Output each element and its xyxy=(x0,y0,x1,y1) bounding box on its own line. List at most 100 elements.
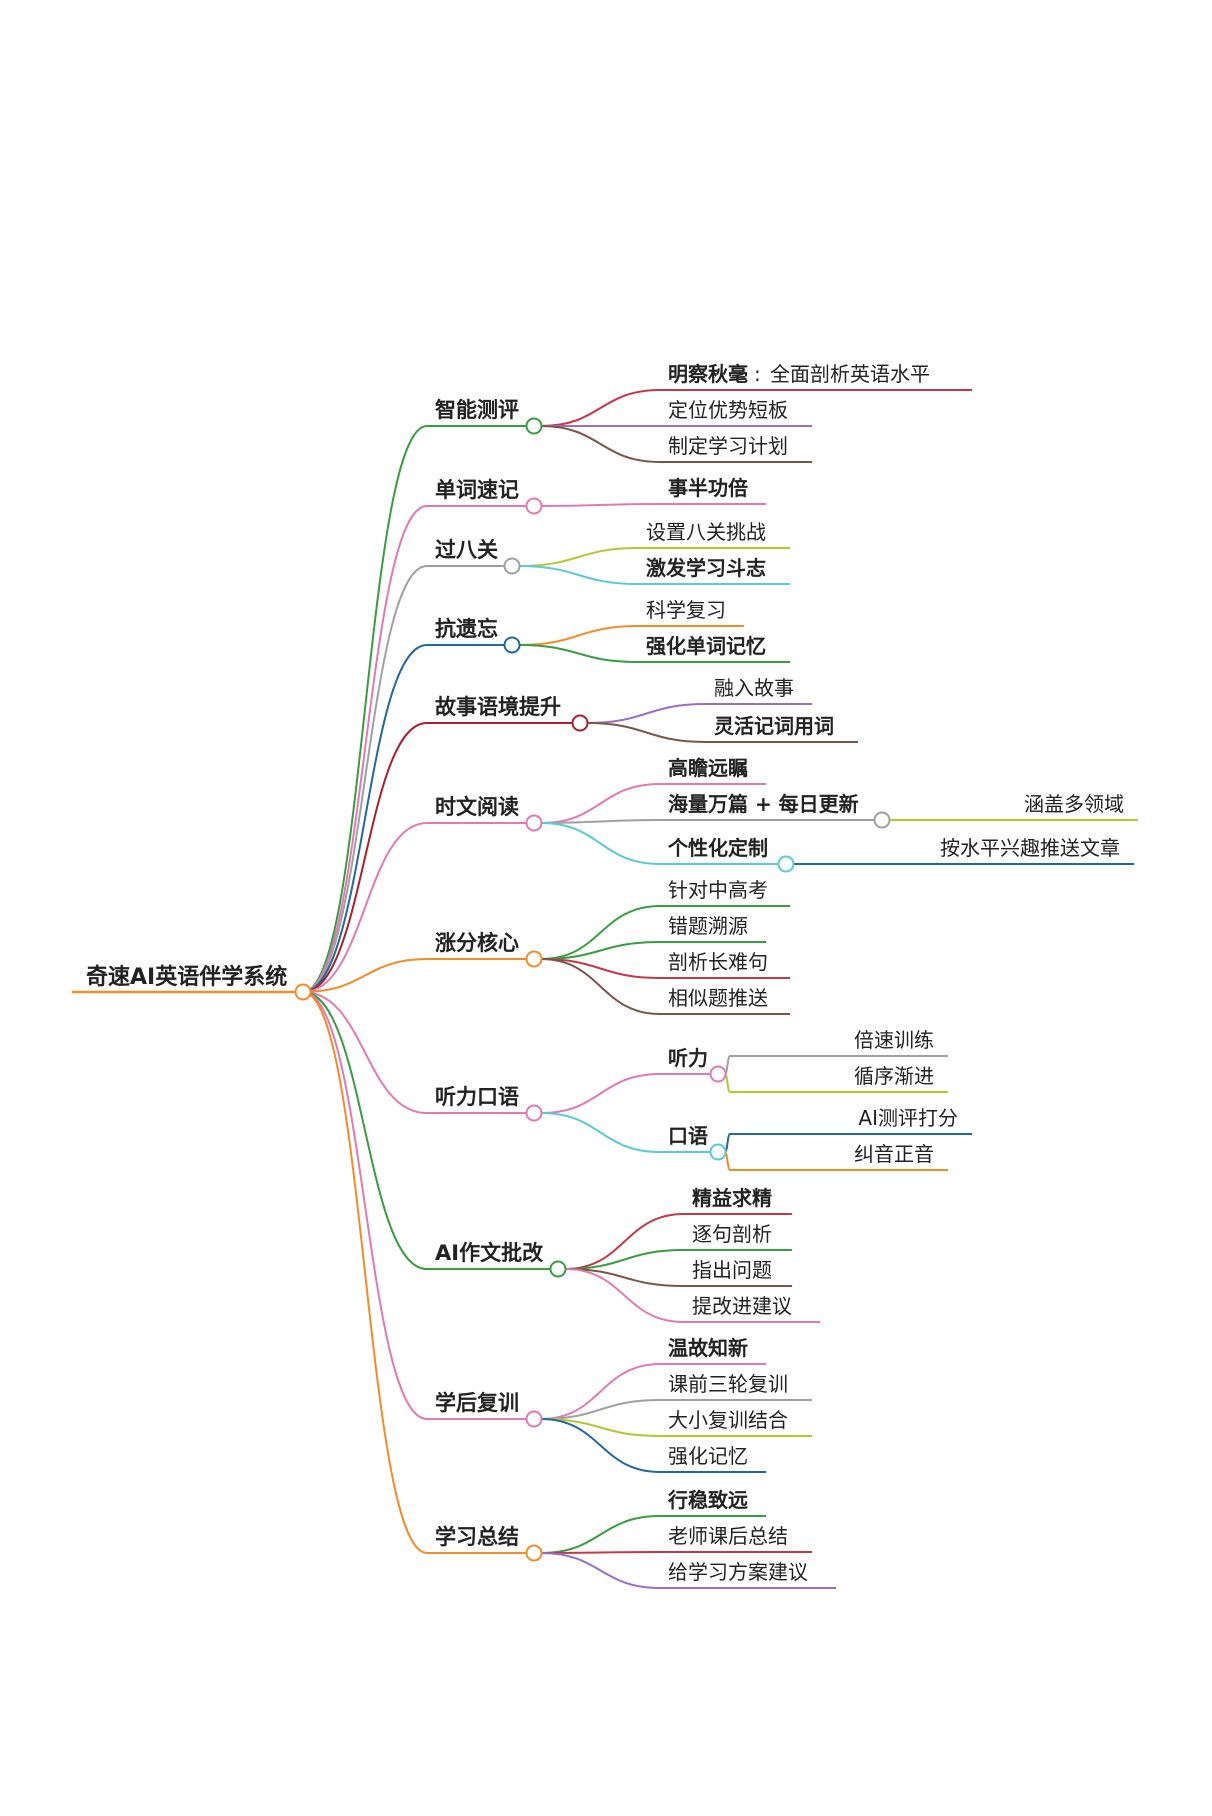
leaf-label-b9-1: 逐句剖析 xyxy=(692,1222,772,1246)
branch-edge-b10 xyxy=(302,991,428,1420)
mind-map-nodes: 奇速AI英语伴学系统智能测评明察秋毫:全面剖析英语水平定位优势短板制定学习计划单… xyxy=(86,362,1124,1584)
leaf-edge-b4-0 xyxy=(518,625,639,646)
leaf-edge-b7-1 xyxy=(540,941,661,960)
branch-node-b4[interactable] xyxy=(503,636,521,654)
branch-edge-b6 xyxy=(302,822,428,993)
leaf-edge-b9-3 xyxy=(564,1268,685,1323)
branch-edge-b8 xyxy=(302,991,428,1114)
leaf-edge-b11-1 xyxy=(540,1551,661,1554)
leaf-edge-b10-2 xyxy=(540,1418,661,1437)
leaf-node-b8-1[interactable] xyxy=(709,1143,727,1161)
leaf-label-b6-0: 高瞻远瞩 xyxy=(668,756,748,780)
sub-label-b6-2-0: 按水平兴趣推送文章 xyxy=(940,836,1120,860)
leaf-edge-b9-0 xyxy=(564,1213,685,1270)
leaf-edge-b7-0 xyxy=(540,905,661,960)
leaf-label-b2-0: 事半功倍 xyxy=(668,476,748,500)
leaf-edge-b6-0 xyxy=(540,783,661,824)
sub-label-b8-1-1: 纠音正音 xyxy=(854,1142,934,1166)
leaf-edge-b9-1 xyxy=(564,1249,685,1270)
leaf-node-b6-2[interactable] xyxy=(777,855,795,873)
leaf-edge-b4-1 xyxy=(518,644,639,663)
branch-edge-b3 xyxy=(302,565,428,993)
branch-node-b9[interactable] xyxy=(549,1260,567,1278)
leaf-label-b1-1: 定位优势短板 xyxy=(668,398,788,422)
leaf-edge-b9-2 xyxy=(564,1268,685,1287)
branch-node-b11[interactable] xyxy=(525,1544,543,1562)
leaf-label-b4-1: 强化单词记忆 xyxy=(646,634,766,658)
leaf-edge-b5-0 xyxy=(586,703,707,724)
branch-node-b1[interactable] xyxy=(525,417,543,435)
leaf-label-b6-2: 个性化定制 xyxy=(667,836,768,860)
branch-edge-b7 xyxy=(302,958,428,993)
leaf-label-b3-0: 设置八关挑战 xyxy=(646,520,766,544)
leaf-separator: : xyxy=(754,362,761,386)
leaf-edge-b2-0 xyxy=(540,503,661,507)
branch-label-b2: 单词速记 xyxy=(435,478,519,502)
leaf-label-b9-3: 提改进建议 xyxy=(692,1294,792,1318)
leaf-label-b3-1: 激发学习斗志 xyxy=(646,556,766,580)
leaf-suffix-b1: 全面剖析英语水平 xyxy=(770,362,930,386)
leaf-edge-b11-0 xyxy=(540,1515,661,1554)
sub-label-b8-0-1: 循序渐进 xyxy=(854,1064,934,1088)
leaf-edge-b7-2 xyxy=(540,958,661,979)
sub-label-b8-0-0: 倍速训练 xyxy=(854,1028,934,1052)
leaf-label-b7-0: 针对中高考 xyxy=(668,878,768,902)
leaf-edge-b7-3 xyxy=(540,958,661,1015)
sub-label-b6-1-0: 涵盖多领域 xyxy=(1024,792,1124,816)
leaf-label-b10-1: 课前三轮复训 xyxy=(668,1372,788,1396)
leaf-label-b11-1: 老师课后总结 xyxy=(668,1524,788,1548)
leaf-label-b6-1: 海量万篇 + 每日更新 xyxy=(668,792,859,816)
leaf-edge-b3-0 xyxy=(518,547,639,567)
branch-label-b3: 过八关 xyxy=(435,538,498,562)
branch-node-b5[interactable] xyxy=(571,714,589,732)
leaf-label-b7-3: 相似题推送 xyxy=(668,986,768,1010)
leaf-edge-b5-1 xyxy=(586,722,707,743)
leaf-edge-b8-1 xyxy=(540,1112,661,1153)
leaf-label-b7-1: 错题溯源 xyxy=(668,914,748,938)
leaf-node-b8-0[interactable] xyxy=(709,1065,727,1083)
branch-label-b1: 智能测评 xyxy=(435,398,519,422)
leaf-edge-b10-3 xyxy=(540,1418,661,1473)
root-node[interactable] xyxy=(294,983,312,1001)
sub-label-b8-1-0: AI测评打分 xyxy=(858,1106,958,1130)
branch-edge-b2 xyxy=(302,505,428,993)
leaf-edge-b11-2 xyxy=(540,1552,661,1589)
leaf-edge-b10-1 xyxy=(540,1399,661,1420)
leaf-edge-b10-0 xyxy=(540,1363,661,1420)
branch-label-b7: 涨分核心 xyxy=(435,931,519,955)
branch-label-b8: 听力口语 xyxy=(435,1085,519,1109)
branch-edge-b1 xyxy=(302,425,428,993)
branch-node-b8[interactable] xyxy=(525,1104,543,1122)
leaf-label-b8-1: 口语 xyxy=(668,1124,708,1148)
branch-node-b10[interactable] xyxy=(525,1410,543,1428)
leaf-label-b7-2: 剖析长难句 xyxy=(668,950,768,974)
leaf-label-b11-2: 给学习方案建议 xyxy=(668,1560,808,1584)
leaf-label-b11-0: 行稳致远 xyxy=(667,1488,748,1512)
leaf-edge-b3-1 xyxy=(518,565,639,585)
leaf-edge-b6-1 xyxy=(540,819,661,824)
branch-label-b10: 学后复训 xyxy=(435,1391,519,1415)
branch-label-b11: 学习总结 xyxy=(435,1525,519,1549)
leaf-label-b10-2: 大小复训结合 xyxy=(668,1408,788,1432)
branch-edge-b5 xyxy=(302,722,428,993)
leaf-label-b8-0: 听力 xyxy=(668,1046,708,1070)
leaf-edge-b1-2 xyxy=(540,425,661,463)
branch-node-b2[interactable] xyxy=(525,497,543,515)
leaf-edge-b8-0 xyxy=(540,1073,661,1114)
leaf-label-b10-3: 强化记忆 xyxy=(668,1444,748,1468)
leaf-edge-b6-2 xyxy=(540,822,661,865)
branch-label-b6: 时文阅读 xyxy=(435,795,519,819)
leaf-node-b6-1[interactable] xyxy=(873,811,891,829)
leaf-edge-b1-0 xyxy=(540,389,661,427)
branch-node-b6[interactable] xyxy=(525,814,543,832)
branch-node-b3[interactable] xyxy=(503,557,521,575)
branch-label-b9: AI作文批改 xyxy=(435,1241,544,1265)
leaf-label-b1-2: 制定学习计划 xyxy=(668,434,788,458)
branch-node-b7[interactable] xyxy=(525,950,543,968)
mind-map-edges xyxy=(72,389,1138,1589)
branch-edge-b11 xyxy=(302,991,428,1554)
root-node-label: 奇速AI英语伴学系统 xyxy=(86,964,287,990)
leaf-label-b9-2: 指出问题 xyxy=(692,1258,772,1282)
leaf-label-b5-1: 灵活记词用词 xyxy=(714,714,834,738)
